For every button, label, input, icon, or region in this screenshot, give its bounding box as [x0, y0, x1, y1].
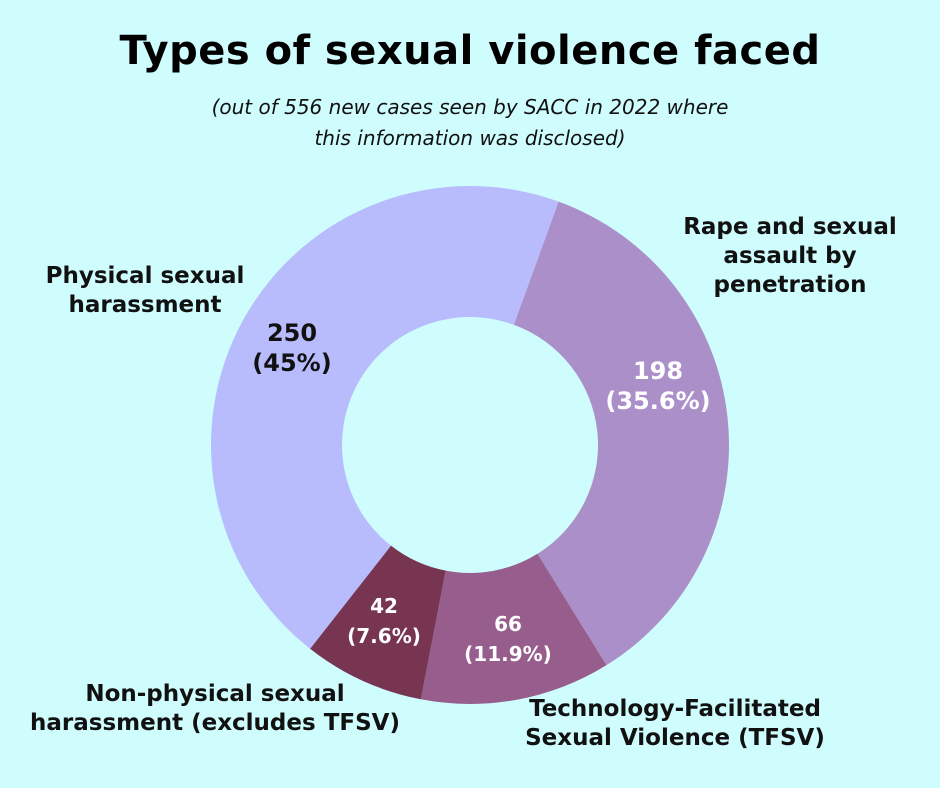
slice-nonphysical	[310, 545, 446, 700]
label-physical-line-1: Physical sexual	[45, 263, 245, 289]
chart-subtitle: (out of 556 new cases seen by SACC in 20…	[211, 95, 729, 150]
value-label-nonphysical: 42 (7.6%)	[336, 591, 432, 651]
chart-title: Types of sexual violence faced	[119, 28, 821, 74]
value-rape-percent: (35.6%)	[605, 387, 711, 415]
label-tfsv-line-1: Technology-Facilitated	[529, 696, 821, 722]
label-rape-line-1: Rape and sexual	[683, 214, 897, 240]
label-nonphysical-line-1: Non-physical sexual	[85, 681, 345, 707]
label-physical-sexual-harassment: Physical sexual harassment	[20, 262, 270, 320]
value-label-rape: 198 (35.6%)	[593, 356, 723, 416]
value-tfsv-count: 66	[494, 612, 522, 636]
label-rape-sexual-assault: Rape and sexual assault by penetration	[660, 213, 920, 300]
slice-physical	[210, 185, 559, 649]
label-rape-line-2: assault by	[723, 243, 857, 269]
slice-rape	[513, 201, 729, 666]
label-tfsv-line-2: Sexual Violence (TFSV)	[525, 725, 825, 751]
value-tfsv-percent: (11.9%)	[464, 642, 552, 666]
value-physical-percent: (45%)	[252, 349, 332, 377]
value-label-tfsv: 66 (11.9%)	[453, 609, 563, 669]
label-non-physical-sexual-harassment: Non-physical sexual harassment (excludes…	[25, 680, 405, 738]
value-physical-count: 250	[266, 319, 318, 347]
label-tfsv: Technology-Facilitated Sexual Violence (…	[520, 695, 830, 753]
value-rape-count: 198	[632, 357, 684, 385]
value-nonphysical-count: 42	[370, 594, 398, 618]
slice-tfsv	[420, 553, 607, 704]
value-label-physical: 250 (45%)	[232, 318, 352, 378]
label-rape-line-3: penetration	[713, 272, 867, 298]
label-physical-line-2: harassment	[68, 292, 222, 318]
label-nonphysical-line-2: harassment (excludes TFSV)	[30, 710, 400, 736]
value-nonphysical-percent: (7.6%)	[347, 624, 421, 648]
